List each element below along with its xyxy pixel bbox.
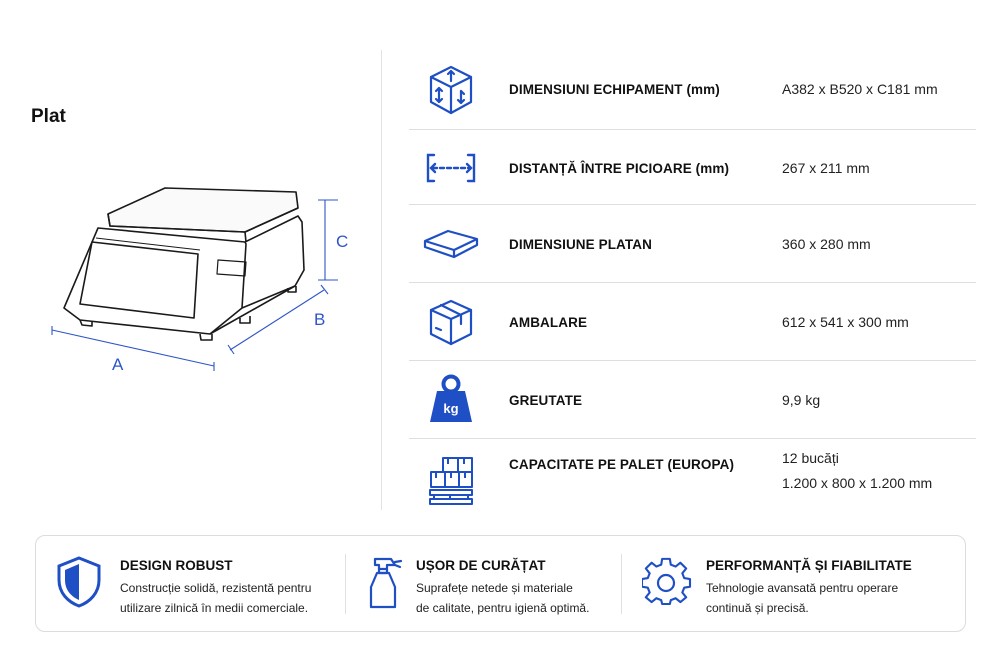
feature-robust-design: DESIGN ROBUST Construcție solidă, rezist…	[36, 536, 341, 631]
feature-title: UȘOR DE CURĂȚAT	[416, 558, 546, 573]
spec-row-dimensions: DIMENSIUNI ECHIPAMENT (mm) A382 x B520 x…	[409, 50, 976, 130]
platter-icon	[421, 216, 481, 272]
feature-divider	[345, 554, 346, 614]
spec-value: 267 x 211 mm	[782, 160, 870, 176]
feature-description: Tehnologie avansată pentru operare conti…	[706, 578, 898, 618]
spec-row-leg-distance: DISTANȚĂ ÎNTRE PICIOARE (mm) 267 x 211 m…	[409, 130, 976, 205]
spec-label: DIMENSIUNE PLATAN	[509, 237, 652, 252]
scale-display	[79, 241, 199, 319]
shield-icon	[54, 554, 104, 610]
spec-value-secondary: 1.200 x 800 x 1.200 mm	[782, 475, 933, 491]
weight-icon-text: kg	[443, 401, 458, 416]
dimension-label-b: B	[314, 310, 325, 329]
spec-label: DISTANȚĂ ÎNTRE PICIOARE (mm)	[509, 161, 730, 176]
spec-label: DIMENSIUNI ECHIPAMENT (mm)	[509, 82, 720, 97]
weight-kg-icon: kg	[421, 371, 481, 427]
gear-icon	[642, 554, 692, 610]
spec-label: CAPACITATE PE PALET (EUROPA)	[509, 457, 735, 472]
specs-table: DIMENSIUNI ECHIPAMENT (mm) A382 x B520 x…	[409, 50, 976, 519]
spec-value: 12 bucăți	[782, 450, 839, 466]
feature-easy-clean: UȘOR DE CURĂȚAT Suprafețe netede și mate…	[346, 536, 621, 631]
vertical-divider	[381, 50, 382, 510]
spec-row-platter: DIMENSIUNE PLATAN 360 x 280 mm	[409, 205, 976, 283]
spec-row-pallet: CAPACITATE PE PALET (EUROPA) 12 bucăți 1…	[409, 439, 976, 519]
feature-desc-line: utilizare zilnică în medii comerciale.	[120, 601, 309, 615]
feature-title: DESIGN ROBUST	[120, 558, 233, 573]
spec-value: 9,9 kg	[782, 392, 821, 408]
spec-label: GREUTATE	[509, 393, 583, 408]
features-panel: DESIGN ROBUST Construcție solidă, rezist…	[35, 535, 966, 632]
model-label: Plat	[31, 106, 66, 127]
spec-label: AMBALARE	[509, 315, 588, 330]
spec-value: 360 x 280 mm	[782, 236, 871, 252]
spec-value: A382 x B520 x C181 mm	[782, 81, 938, 97]
feature-desc-line: continuă și precisă.	[706, 601, 809, 615]
feature-desc-line: Suprafețe netede și materiale	[416, 581, 573, 595]
feature-performance: PERFORMANȚĂ ȘI FIABILITATE Tehnologie av…	[622, 536, 962, 631]
scale-illustration: C B A	[51, 187, 348, 374]
leg-distance-icon	[421, 140, 481, 196]
spray-bottle-icon	[360, 554, 410, 610]
feature-description: Suprafețe netede și materiale de calitat…	[416, 578, 589, 618]
scale-platter	[107, 187, 299, 233]
spec-value: 612 x 541 x 300 mm	[782, 314, 909, 330]
feature-description: Construcție solidă, rezistentă pentru ut…	[120, 578, 311, 618]
spec-row-weight: kg GREUTATE 9,9 kg	[409, 361, 976, 439]
dimension-label-c: C	[336, 232, 348, 251]
box-dimensions-icon	[421, 62, 481, 118]
feature-desc-line: Construcție solidă, rezistentă pentru	[120, 581, 312, 595]
feature-desc-line: de calitate, pentru igienă optimă.	[416, 601, 590, 615]
feature-title: PERFORMANȚĂ ȘI FIABILITATE	[706, 558, 912, 573]
feature-divider	[621, 554, 622, 614]
feature-desc-line: Tehnologie avansată pentru operare	[706, 581, 899, 595]
package-icon	[421, 294, 481, 350]
spec-row-packaging: AMBALARE 612 x 541 x 300 mm	[409, 283, 976, 361]
pallet-icon	[421, 453, 481, 509]
dimension-label-a: A	[112, 355, 124, 374]
